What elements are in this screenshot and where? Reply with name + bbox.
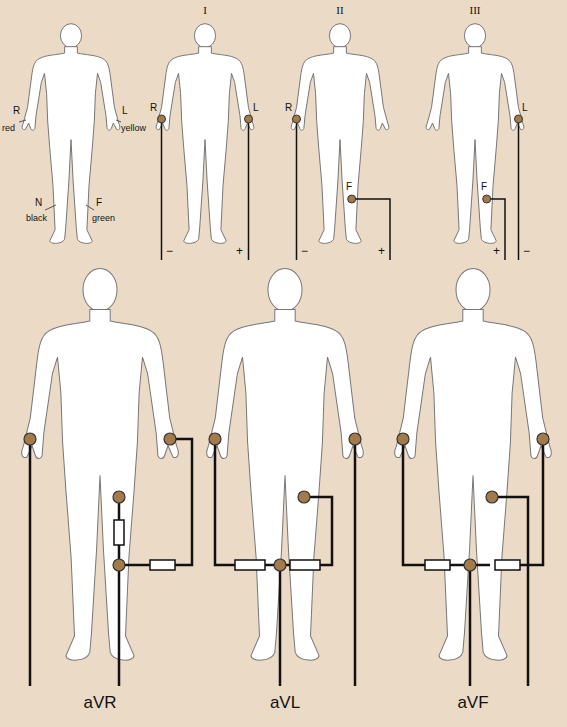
body-figure — [207, 269, 364, 661]
polarity-sign: − — [166, 245, 173, 257]
body-figure — [22, 269, 179, 661]
electrode-letter: F — [346, 182, 352, 192]
lead-name: aVF — [457, 694, 488, 711]
electrode-letter: N — [35, 198, 42, 208]
augmented-lead-wires — [30, 439, 543, 686]
lead-name: II — [336, 5, 343, 16]
electrode-letter: F — [481, 182, 487, 192]
polarity-sign: + — [236, 245, 243, 257]
lead-wires — [162, 119, 519, 260]
polarity-sign: + — [378, 245, 385, 257]
electrode-letter: R — [150, 103, 157, 113]
body-figure — [22, 24, 120, 244]
electrode-letter: R — [285, 103, 292, 113]
polarity-sign: + — [493, 245, 500, 257]
polarity-sign: − — [301, 245, 308, 257]
polarity-sign: − — [523, 245, 530, 257]
resistor-symbol — [114, 520, 520, 570]
electrode-letter: F — [96, 198, 102, 208]
electrodes — [158, 115, 523, 203]
color-name: yellow — [121, 124, 146, 133]
electrode-letter: L — [253, 103, 259, 113]
leader-lines — [19, 120, 121, 210]
lead-name: aVL — [270, 694, 300, 711]
lead-name: aVR — [83, 694, 116, 711]
electrode-letter: L — [122, 106, 128, 116]
body-figure — [426, 24, 524, 244]
electrode-letter: L — [522, 103, 528, 113]
electrodes — [24, 433, 549, 571]
lead-name: I — [203, 5, 207, 16]
lead-name: III — [470, 5, 481, 16]
electrode-letter: R — [13, 106, 20, 116]
color-name: red — [2, 124, 15, 133]
body-figure — [156, 24, 254, 244]
color-name: black — [26, 214, 47, 223]
body-figure — [291, 24, 389, 244]
color-name: green — [92, 214, 115, 223]
